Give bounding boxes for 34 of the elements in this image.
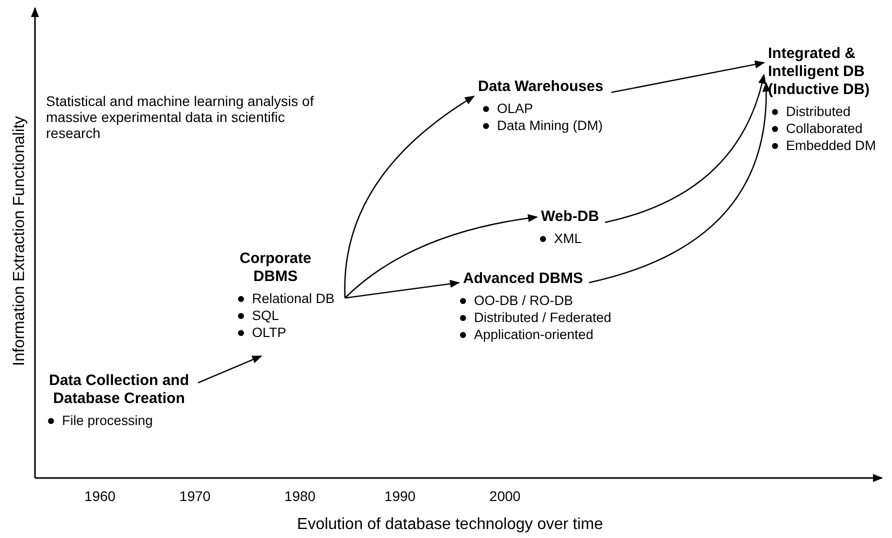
year-label: 1980 (283, 488, 317, 504)
stage-title: Advanced DBMS (463, 270, 584, 288)
list-item: Relational DB (252, 290, 335, 307)
list-item: OLTP (252, 324, 286, 341)
stage-title: Corporate DBMS (238, 250, 312, 286)
list-item: Data Mining (DM) (497, 117, 603, 134)
stage-title: Data Warehouses (478, 78, 604, 96)
arrow (611, 60, 765, 94)
list-item: Distributed / Federated (474, 309, 612, 326)
arrow (344, 280, 460, 299)
stage-title: Integrated & Intelligent DB (Inductive DB) (768, 45, 871, 99)
list-item: Application-oriented (474, 326, 594, 343)
arrow (588, 82, 770, 284)
axis-title: Information Extraction Functionality (11, 115, 29, 368)
list-item: Distributed (786, 103, 851, 120)
arrow (344, 214, 538, 298)
axis-title: Evolution of database technology over time (296, 516, 604, 534)
arrow (344, 96, 475, 298)
list-item: XML (554, 230, 582, 247)
arrow (604, 74, 766, 224)
year-label: 1970 (178, 488, 212, 504)
note-text: Statistical and machine learning analysis of massive experimental data in scientific research (46, 93, 315, 141)
arrow (198, 355, 262, 384)
year-label: 2000 (488, 488, 522, 504)
year-label: 1960 (83, 488, 117, 504)
year-label: 1990 (383, 488, 417, 504)
list-item: Embedded DM (786, 137, 876, 154)
list-item: File processing (62, 412, 153, 429)
list-item: OLAP (497, 100, 534, 117)
list-item: Collaborated (786, 120, 863, 137)
stage-title: Web-DB (541, 208, 600, 226)
stage-title: Data Collection and Database Creation (48, 372, 190, 408)
list-item: SQL (252, 307, 280, 324)
list-item: OO-DB / RO-DB (474, 292, 574, 309)
